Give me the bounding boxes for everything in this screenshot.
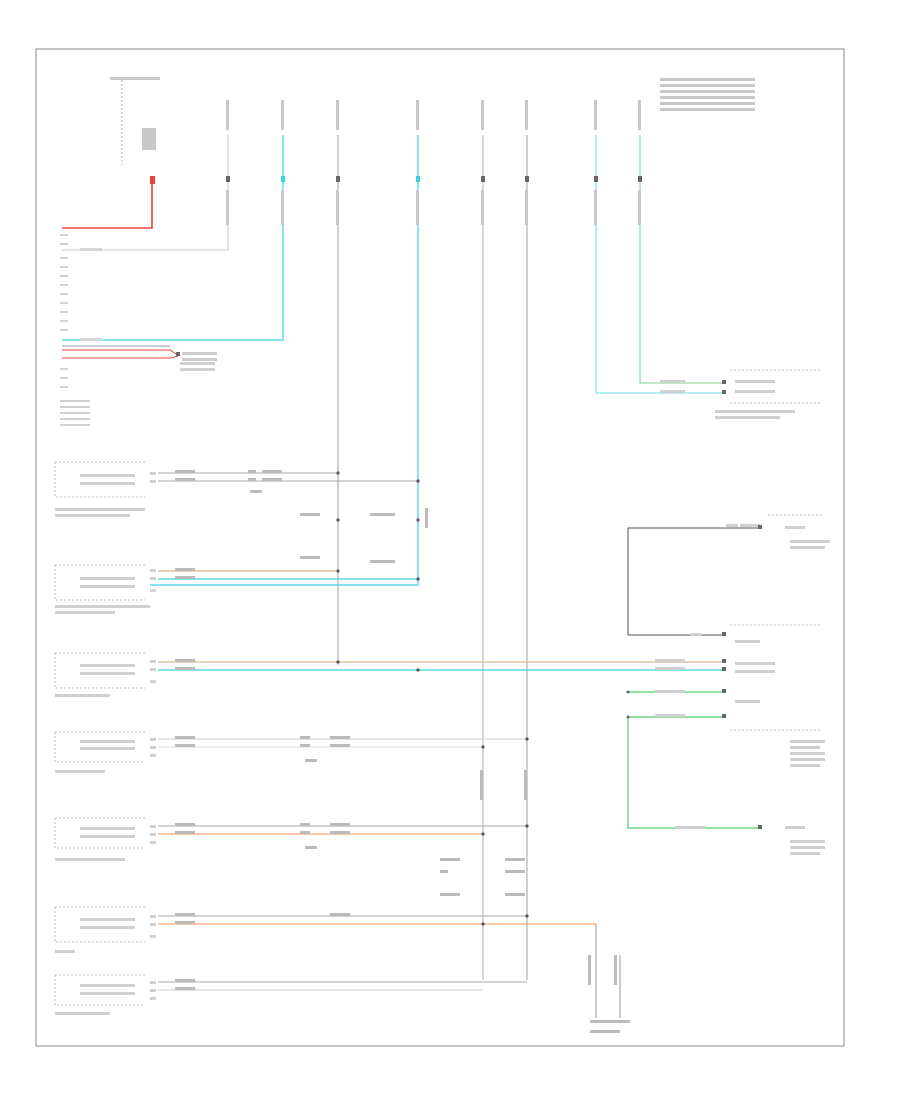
right-module-label-bars [655, 380, 830, 855]
left-modules [54, 461, 145, 1006]
dark-loop-wire [627, 527, 760, 636]
inline-connectors [175, 470, 630, 1033]
green-wire-2 [627, 717, 760, 829]
cyan-wire-2 [150, 135, 419, 586]
junction-block-caption [180, 362, 215, 371]
top-bus-lines [62, 80, 724, 980]
splice-dots [336, 471, 529, 926]
green-wire-1 [639, 135, 724, 384]
cyan-wire-1 [62, 135, 284, 341]
top-connectors [150, 176, 642, 184]
diagram-frame [35, 48, 845, 1047]
top-wire-label-marks [110, 77, 755, 225]
wire-tags-left [80, 248, 102, 341]
module-label-bars [55, 472, 156, 1015]
left-pin-list [60, 234, 90, 426]
horizontal-wires [158, 472, 724, 1018]
right-connectors [626, 380, 762, 829]
red-splice-wires [62, 345, 217, 361]
red-power-wire [62, 178, 153, 229]
